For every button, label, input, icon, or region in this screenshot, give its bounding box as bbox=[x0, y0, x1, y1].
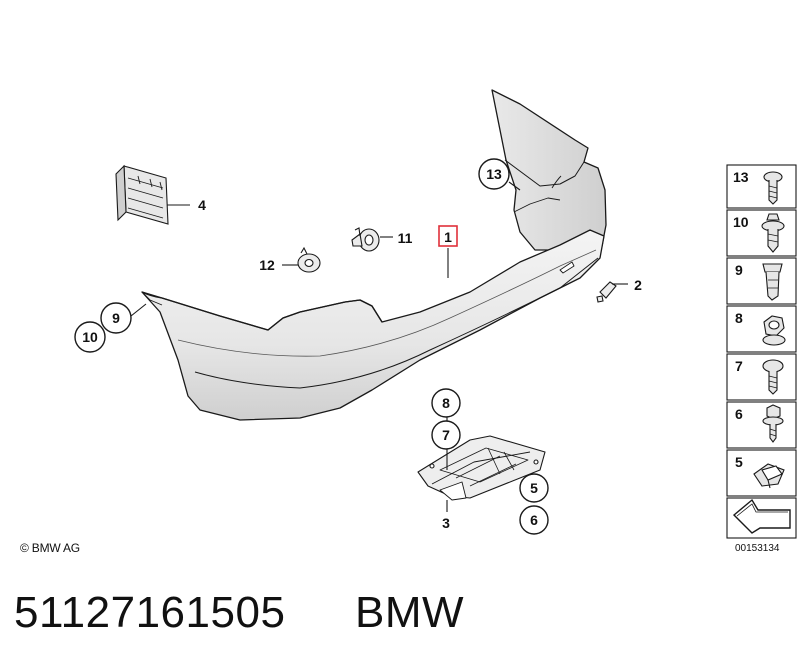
legend-label-5: 5 bbox=[735, 454, 743, 470]
part-3-underbody-panel bbox=[417, 435, 546, 501]
legend-item-7: 7 bbox=[726, 353, 797, 401]
legend-label-6: 6 bbox=[735, 406, 743, 422]
legend-item-13: 13 bbox=[726, 164, 797, 209]
callout-3: 3 bbox=[442, 515, 450, 531]
callout-12-label: 12 bbox=[259, 257, 275, 273]
callout-1-label: 1 bbox=[444, 229, 452, 245]
legend-item-6: 6 bbox=[726, 401, 797, 449]
part-12-clip bbox=[297, 246, 321, 273]
callout-12: 12 bbox=[259, 257, 275, 273]
legend-item-10: 10 bbox=[726, 209, 797, 257]
callout-6-label: 6 bbox=[530, 512, 538, 528]
legend-item-8: 8 bbox=[726, 305, 797, 353]
callout-13-label: 13 bbox=[486, 166, 502, 182]
callout-3-label: 3 bbox=[442, 515, 450, 531]
legend-label-10: 10 bbox=[733, 214, 749, 230]
callout-8: 8 bbox=[431, 388, 461, 418]
callout-7-label: 7 bbox=[442, 427, 450, 443]
callout-7: 7 bbox=[431, 420, 461, 450]
callout-5-label: 5 bbox=[530, 480, 538, 496]
legend-item-5: 5 bbox=[726, 449, 797, 497]
callout-4: 4 bbox=[198, 197, 206, 213]
copyright-notice: © BMW AG bbox=[20, 541, 80, 555]
legend-label-7: 7 bbox=[735, 358, 743, 374]
fastener-legend: 13 10 9 8 bbox=[726, 164, 797, 539]
callout-4-label: 4 bbox=[198, 197, 206, 213]
legend-label-9: 9 bbox=[735, 262, 743, 278]
diagram-id: 00153134 bbox=[735, 543, 780, 554]
callout-11-label: 11 bbox=[398, 230, 413, 246]
callout-9-label: 9 bbox=[112, 310, 120, 326]
part-11-clip bbox=[351, 227, 380, 252]
callout-10-label: 10 bbox=[82, 329, 98, 345]
legend-label-13: 13 bbox=[733, 169, 749, 185]
callout-6: 6 bbox=[519, 505, 549, 535]
callout-8-label: 8 bbox=[442, 395, 450, 411]
callout-5: 5 bbox=[519, 473, 549, 503]
part-2-bracket bbox=[596, 281, 617, 303]
callout-11: 11 bbox=[398, 230, 413, 246]
part-number: 51127161505 bbox=[14, 588, 286, 637]
callout-10: 10 bbox=[74, 321, 106, 353]
callout-2-label: 2 bbox=[634, 277, 642, 293]
rear-bumper-trim-panel bbox=[141, 89, 607, 421]
callout-1: 1 bbox=[438, 225, 458, 247]
legend-arrow-icon bbox=[726, 497, 797, 539]
callout-13: 13 bbox=[478, 158, 510, 190]
legend-label-8: 8 bbox=[735, 310, 743, 326]
legend-item-9: 9 bbox=[726, 257, 797, 305]
brand-name: BMW bbox=[355, 588, 465, 637]
part-4-grille-insert bbox=[115, 164, 169, 225]
callout-2: 2 bbox=[634, 277, 642, 293]
callout-9: 9 bbox=[100, 302, 132, 334]
